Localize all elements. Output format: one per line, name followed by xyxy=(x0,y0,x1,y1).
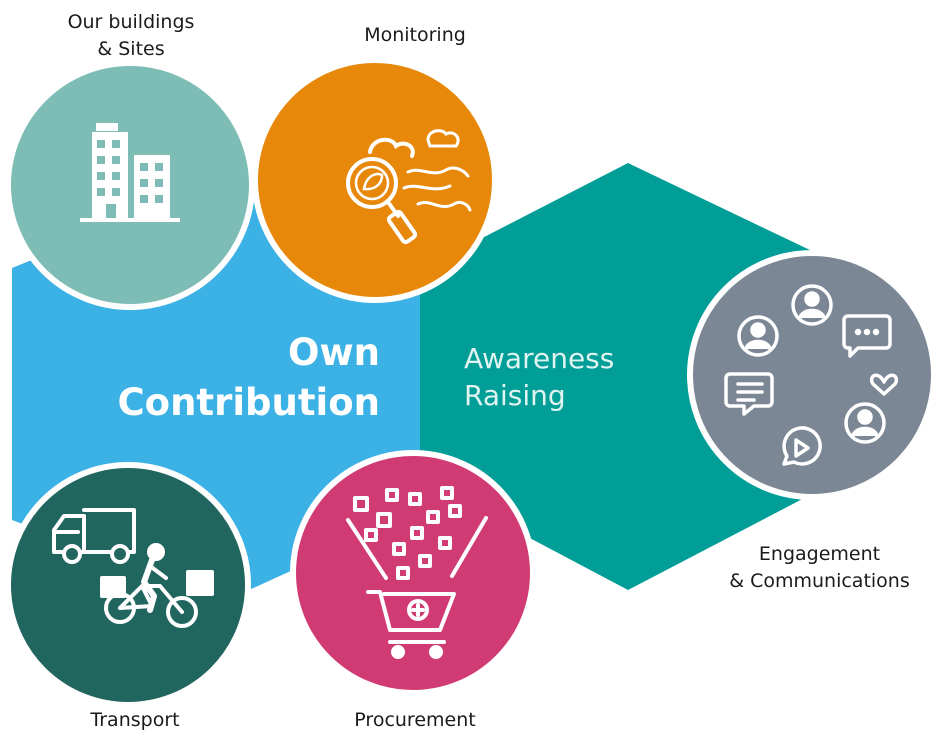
own-contribution-line2: Contribution xyxy=(117,381,381,424)
procurement-label-line1: Procurement xyxy=(354,709,476,731)
transport-label: Transport xyxy=(20,707,250,734)
engagement-circle xyxy=(687,250,937,500)
buildings-label: Our buildings & Sites xyxy=(0,9,262,63)
monitoring-circle xyxy=(252,57,498,303)
awareness-raising-hexagon xyxy=(420,163,835,590)
shopping-cart-icon xyxy=(346,486,488,659)
people-chat-icon xyxy=(724,284,898,466)
magnifier-icon xyxy=(346,129,472,245)
buildings-label-line1: Our buildings xyxy=(67,11,195,33)
buildings-circle xyxy=(5,60,255,310)
buildings-label-line2: & Sites xyxy=(97,38,165,60)
monitoring-label: Monitoring xyxy=(290,22,540,49)
procurement-label: Procurement xyxy=(290,707,540,734)
own-contribution-title: Own Contribution xyxy=(90,328,381,428)
own-contribution-line1: Own xyxy=(288,331,380,374)
procurement-circle xyxy=(290,450,536,696)
awareness-raising-title: Awareness Raising xyxy=(464,340,684,414)
truck-bicycle-icon xyxy=(52,508,214,628)
awareness-raising-line2: Raising xyxy=(464,379,566,412)
transport-circle xyxy=(5,462,251,708)
awareness-raising-line1: Awareness xyxy=(464,342,615,375)
monitoring-label-line1: Monitoring xyxy=(364,24,466,46)
engagement-label: Engagement & Communications xyxy=(700,541,939,595)
buildings-icon xyxy=(80,123,180,222)
engagement-label-line1: Engagement xyxy=(758,543,881,565)
transport-label-line1: Transport xyxy=(90,709,180,731)
engagement-label-line2: & Communications xyxy=(729,570,910,592)
